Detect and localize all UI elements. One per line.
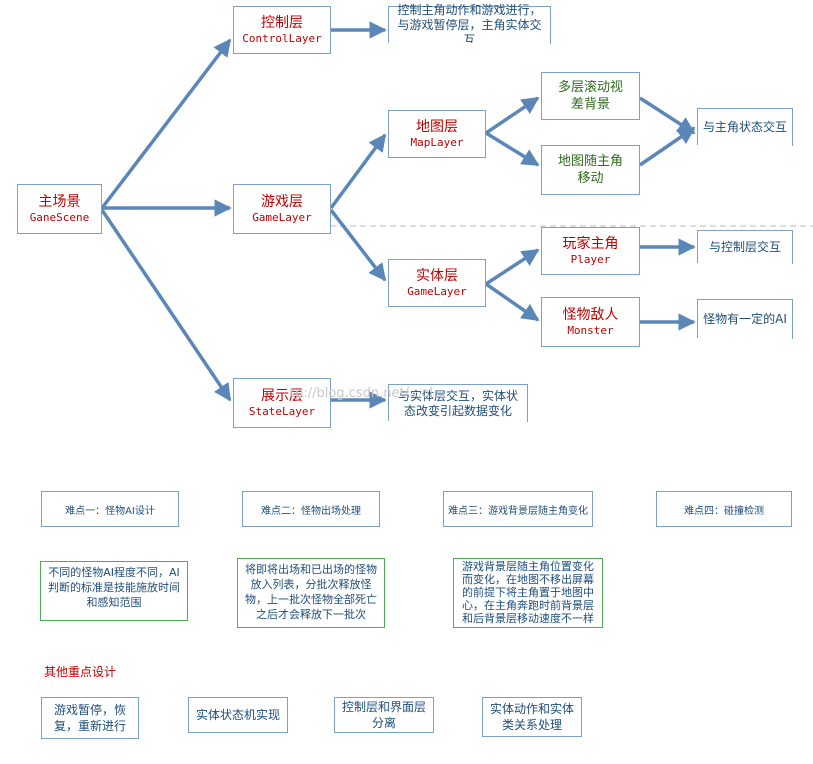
difficulty-3-detail-text: 游戏背景层随主角位置变化而变化，在地图不移出屏幕的前提下将主角置于地图中心，在主…: [462, 560, 594, 625]
node-state-layer: 展示层 StateLayer: [233, 378, 331, 428]
other-item-1-text: 游戏暂停，恢复，重新进行: [53, 703, 126, 733]
difficulty-3-detail: 游戏背景层随主角位置变化而变化，在地图不移出屏幕的前提下将主角置于地图中心，在主…: [453, 558, 603, 628]
note-control-text: 控制主角动作和游戏进行，与游戏暂停层，主角实体交互: [397, 3, 542, 47]
node-map-layer: 地图层 MapLayer: [388, 110, 486, 158]
difficulty-1-title: 难点一：怪物AI设计: [41, 491, 179, 527]
arrow-map-to-follow: [485, 131, 540, 167]
difficulty-4-title: 难点四：碰撞检测: [656, 491, 792, 527]
node-entity-layer: 实体层 GameLayer: [388, 259, 486, 307]
note-control: 控制主角动作和游戏进行，与游戏暂停层，主角实体交互: [388, 3, 551, 51]
node-game-layer: 游戏层 GameLayer: [233, 184, 331, 234]
node-monster: 怪物敌人 Monster: [541, 297, 640, 347]
difficulty-3-title: 难点三：游戏背景层随主角变化: [443, 491, 593, 527]
arrow-entity-to-player: [485, 248, 540, 286]
node-player-en: Player: [570, 252, 611, 266]
other-item-1: 游戏暂停，恢复，重新进行: [41, 697, 139, 739]
node-game-layer-en: GameLayer: [252, 210, 312, 224]
difficulty-3-title-text: 难点三：游戏背景层随主角变化: [448, 505, 588, 517]
note-map-interact: 与主角状态交互: [697, 108, 793, 153]
arrow-follow-to-interact: [639, 126, 696, 167]
arrow-main-to-control: [100, 38, 232, 210]
difficulty-2-title-text: 难点二：怪物出场处理: [261, 505, 361, 517]
arrow-entity-to-monster: [485, 282, 540, 322]
other-item-4-text: 实体动作和实体类关系处理: [489, 702, 574, 732]
difficulty-2-detail: 将即将出场和已出场的怪物放入列表，分批次释放怪物，上一批次怪物全部死亡之后才会释…: [237, 558, 385, 628]
note-map-interact-text: 与主角状态交互: [702, 120, 787, 134]
other-heading: 其他重点设计: [44, 665, 117, 679]
other-item-3: 控制层和界面层分离: [334, 697, 434, 733]
difficulty-1-title-text: 难点一：怪物AI设计: [65, 505, 155, 517]
note-state-text: 与实体层交互，实体状态改变引起数据变化: [397, 388, 518, 418]
node-entity-layer-cn: 实体层: [416, 267, 458, 284]
arrow-main-to-state: [100, 209, 232, 402]
node-main-scene-en: GaneScene: [29, 210, 90, 224]
note-player-interact-text: 与控制层交互: [708, 240, 781, 254]
node-game-layer-cn: 游戏层: [261, 193, 303, 210]
difficulty-1-detail: 不同的怪物AI程度不同，AI判断的标准是技能施放时间和感知范围: [40, 561, 188, 621]
node-state-layer-cn: 展示层: [261, 387, 303, 404]
arrow-parallax-to-interact: [639, 96, 696, 135]
node-main-scene-cn: 主场景: [38, 193, 81, 210]
node-map-layer-cn: 地图层: [416, 118, 458, 135]
node-entity-layer-en: GameLayer: [407, 284, 467, 298]
node-parallax-bg: 多层滚动视差背景: [541, 72, 640, 120]
note-monster-ai: 怪物有一定的AI: [697, 299, 793, 346]
difficulty-1-detail-text: 不同的怪物AI程度不同，AI判断的标准是技能施放时间和感知范围: [48, 566, 180, 609]
arrow-game-to-entity: [329, 208, 387, 282]
node-control-layer: 控制层 ControlLayer: [233, 6, 331, 54]
other-item-4: 实体动作和实体类关系处理: [482, 697, 582, 737]
other-item-2-text: 实体状态机实现: [195, 708, 280, 722]
other-item-2: 实体状态机实现: [188, 697, 288, 733]
node-state-layer-en: StateLayer: [248, 404, 316, 418]
note-state: 与实体层交互，实体状态改变引起数据变化: [388, 384, 528, 429]
watermark: tp://blog.csdn.net/...ol: [290, 386, 433, 401]
node-main-scene: 主场景 GaneScene: [17, 184, 102, 234]
node-control-layer-cn: 控制层: [261, 14, 303, 31]
node-parallax-bg-cn: 多层滚动视差背景: [557, 80, 623, 112]
node-monster-en: Monster: [567, 323, 614, 337]
node-map-follow-cn: 地图随主角移动: [558, 154, 624, 186]
difficulty-2-detail-text: 将即将出场和已出场的怪物放入列表，分批次释放怪物，上一批次怪物全部死亡之后才会释…: [245, 563, 377, 621]
other-item-3-text: 控制层和界面层分离: [341, 700, 426, 730]
note-player-interact: 与控制层交互: [697, 230, 793, 271]
node-player-cn: 玩家主角: [562, 235, 619, 252]
node-control-layer-en: ControlLayer: [242, 31, 322, 45]
arrow-game-to-map: [329, 133, 387, 210]
node-monster-cn: 怪物敌人: [562, 306, 619, 323]
difficulty-2-title: 难点二：怪物出场处理: [242, 491, 380, 527]
node-map-layer-en: MapLayer: [410, 135, 464, 149]
note-monster-ai-text: 怪物有一定的AI: [703, 312, 787, 326]
node-map-follow: 地图随主角移动: [541, 145, 640, 195]
arrow-map-to-parallax: [485, 96, 540, 135]
difficulty-4-title-text: 难点四：碰撞检测: [684, 505, 764, 517]
node-player: 玩家主角 Player: [541, 227, 640, 275]
